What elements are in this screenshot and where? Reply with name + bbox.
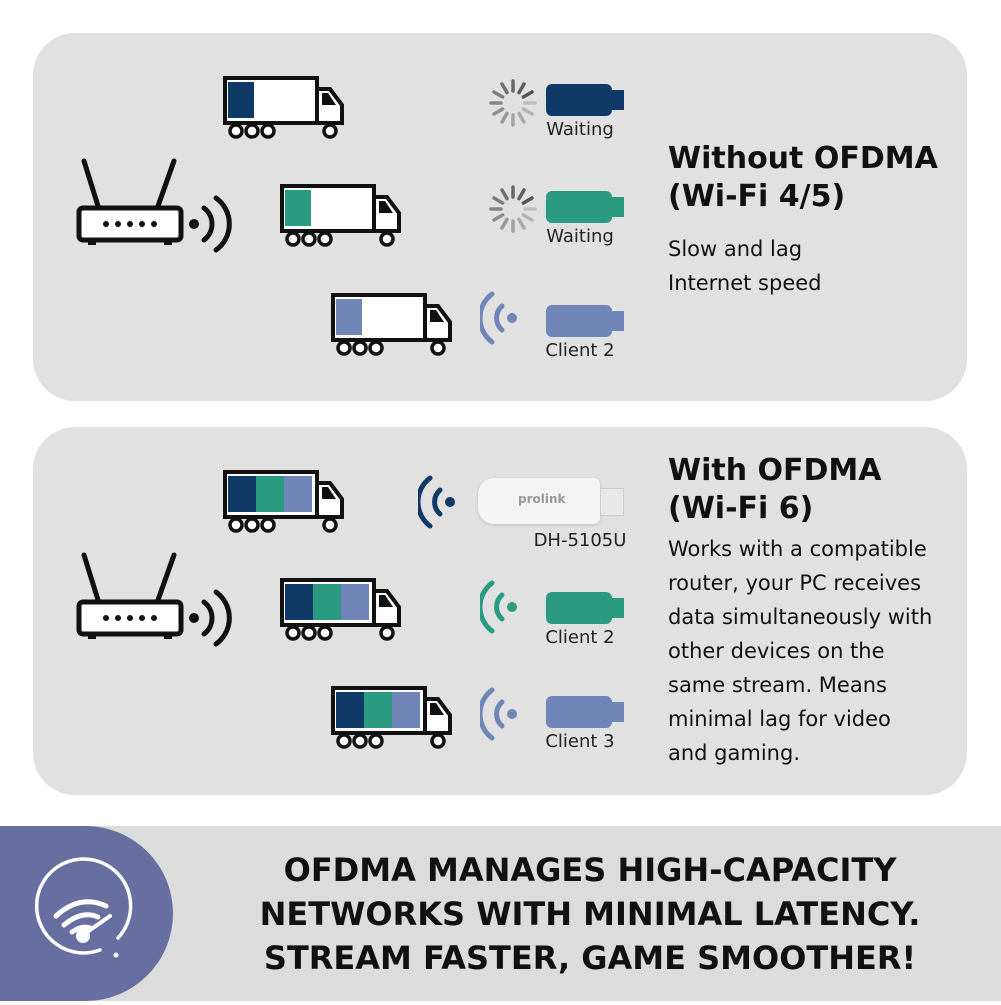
wifi-signal xyxy=(415,472,468,532)
cargo-block xyxy=(392,692,420,728)
wifi-signal-icon xyxy=(477,687,517,741)
truck xyxy=(222,75,352,145)
body-line: router, your PC receives xyxy=(668,571,922,595)
usb-adapter-image: prolink xyxy=(478,478,600,524)
usb-dongle-icon xyxy=(546,191,624,223)
cargo-block xyxy=(285,584,313,620)
spinner xyxy=(487,77,539,129)
loading-spinner-icon xyxy=(489,185,537,233)
cargo-block xyxy=(256,476,284,512)
truck-icon xyxy=(280,184,401,247)
body-line: Works with a compatible xyxy=(668,537,927,561)
title-line: Without OFDMA xyxy=(668,141,938,176)
banner-headline: OFDMA MANAGES HIGH-CAPACITY NETWORKS WIT… xyxy=(200,848,980,980)
banner-accent xyxy=(0,826,173,1001)
with-body: Works with a compatible router, your PC r… xyxy=(668,532,932,770)
usb-connector xyxy=(600,488,624,516)
model-label: DH-5105U xyxy=(533,530,627,551)
usb-dongle-icon xyxy=(546,305,624,337)
with-title: With OFDMA(Wi-Fi 6) xyxy=(668,452,882,528)
usb-dongle-icon xyxy=(546,696,624,728)
client-label: Waiting xyxy=(546,226,614,247)
client-dongle xyxy=(546,191,626,223)
body-line: same stream. Means xyxy=(668,673,887,697)
usb-dongle-icon xyxy=(546,592,624,624)
router xyxy=(76,158,246,258)
headline-line: OFDMA MANAGES HIGH-CAPACITY xyxy=(283,851,897,889)
cargo-block xyxy=(313,584,341,620)
truck-icon xyxy=(223,470,344,533)
body-line: data simultaneously with xyxy=(668,605,933,629)
router-icon xyxy=(76,552,232,647)
client-dongle xyxy=(546,305,626,337)
wifi-signal xyxy=(477,684,530,744)
title-line: (Wi-Fi 6) xyxy=(668,491,814,526)
loading-spinner-icon xyxy=(489,79,537,127)
wifi-signal xyxy=(477,288,530,348)
cargo-block xyxy=(284,476,312,512)
title-line: With OFDMA xyxy=(668,453,882,488)
truck-icon xyxy=(223,76,344,139)
router xyxy=(76,552,246,652)
body-line: minimal lag for video xyxy=(668,707,891,731)
truck xyxy=(222,469,352,539)
router-icon xyxy=(76,158,232,253)
cargo-block xyxy=(228,82,254,118)
truck xyxy=(279,183,409,253)
wifi-signal xyxy=(477,577,530,637)
client-label: Client 3 xyxy=(545,731,615,752)
cargo-block xyxy=(336,692,364,728)
client-label: Client 2 xyxy=(545,627,615,648)
cargo-block xyxy=(228,476,256,512)
client-dongle xyxy=(546,592,626,624)
truck-icon xyxy=(331,293,452,356)
client-label: Client 2 xyxy=(545,340,615,361)
cargo-block xyxy=(285,190,311,226)
wifi-signal-icon xyxy=(477,291,517,345)
wifi-speed-icon xyxy=(34,857,133,958)
body-line: other devices on the xyxy=(668,639,885,663)
client-dongle xyxy=(546,696,626,728)
headline-line: STREAM FASTER, GAME SMOOTHER! xyxy=(263,939,917,977)
body-line: Internet speed xyxy=(668,271,822,295)
truck xyxy=(330,292,460,362)
brand-logo: prolink xyxy=(518,492,566,506)
title-line: (Wi-Fi 4/5) xyxy=(668,179,846,214)
cargo-block xyxy=(364,692,392,728)
headline-line: NETWORKS WITH MINIMAL LATENCY. xyxy=(259,895,921,933)
truck-icon xyxy=(280,578,401,641)
truck-icon xyxy=(331,686,452,749)
usb-dongle-icon xyxy=(546,84,624,116)
wifi-signal-icon xyxy=(415,475,455,529)
body-line: Slow and lag xyxy=(668,237,803,261)
truck xyxy=(330,685,460,755)
without-title: Without OFDMA(Wi-Fi 4/5) xyxy=(668,140,938,216)
body-line: and gaming. xyxy=(668,741,800,765)
truck xyxy=(279,577,409,647)
client-dongle xyxy=(546,84,626,116)
wifi-signal-icon xyxy=(477,580,517,634)
cargo-block xyxy=(341,584,369,620)
cargo-block xyxy=(336,299,362,335)
client-label: Waiting xyxy=(546,119,614,140)
spinner xyxy=(487,183,539,235)
